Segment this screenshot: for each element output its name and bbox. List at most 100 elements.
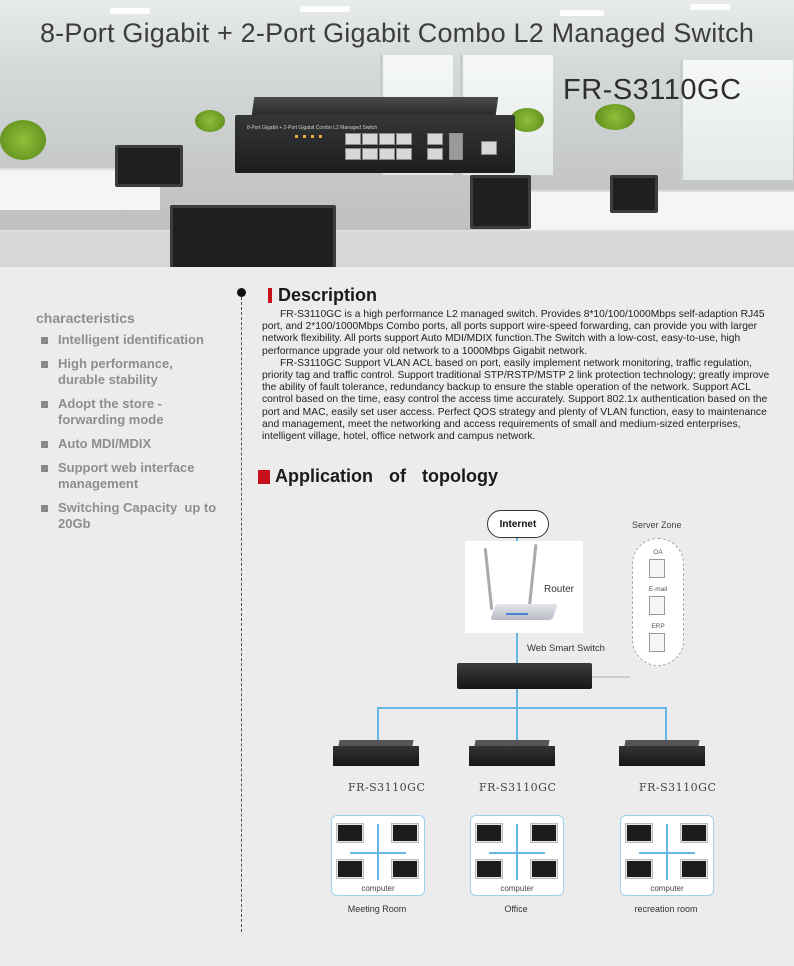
switch-front bbox=[469, 746, 555, 766]
combo-port bbox=[427, 148, 443, 160]
computer-icon bbox=[391, 859, 419, 879]
computer-icon bbox=[680, 823, 708, 843]
server-zone: OA E-mail ERP bbox=[632, 538, 684, 666]
switch-model-label: FR-S3110GC bbox=[639, 781, 717, 794]
divider-dot bbox=[237, 288, 246, 297]
access-switch-icon bbox=[619, 740, 705, 766]
vertical-divider bbox=[241, 297, 242, 932]
server-link-line bbox=[592, 676, 630, 678]
link-line bbox=[350, 852, 406, 854]
room-meeting: computer bbox=[331, 815, 425, 896]
characteristic-label: High performance, durable stability bbox=[58, 356, 173, 387]
ceiling-light bbox=[110, 8, 150, 14]
internet-label: Internet bbox=[499, 518, 537, 530]
router-led bbox=[506, 613, 528, 615]
rj45-port bbox=[379, 148, 395, 160]
computer-icon bbox=[625, 859, 653, 879]
link-line bbox=[377, 707, 665, 709]
office-window bbox=[680, 60, 793, 180]
status-led bbox=[311, 135, 314, 138]
link-line bbox=[665, 707, 667, 743]
characteristic-item: Support web interface management bbox=[41, 460, 236, 492]
hero-model-number: FR-S3110GC bbox=[563, 74, 742, 106]
rj45-port bbox=[379, 133, 395, 145]
computer-icon bbox=[530, 823, 558, 843]
computer-icon bbox=[625, 823, 653, 843]
switch-product-image: 8-Port Gigabit + 2-Port Gigabit Combo L2… bbox=[235, 97, 515, 177]
rj45-port bbox=[396, 148, 412, 160]
server-zone-label: Server Zone bbox=[632, 520, 682, 530]
office-plant bbox=[195, 110, 225, 132]
room-recreation: computer bbox=[620, 815, 714, 896]
ceiling-light bbox=[300, 6, 350, 12]
topology-heading: Application of topology bbox=[258, 466, 498, 487]
server-label: ERP bbox=[651, 623, 665, 630]
access-switch-icon bbox=[333, 740, 419, 766]
computer-icon bbox=[680, 859, 708, 879]
square-bullet-icon bbox=[41, 465, 48, 472]
server-icon bbox=[649, 633, 665, 652]
description-paragraph: FR-S3110GC Support VLAN ACL based on por… bbox=[262, 357, 770, 443]
hero-title: 8-Port Gigabit + 2-Port Gigabit Combo L2… bbox=[39, 18, 755, 48]
square-bullet-icon bbox=[41, 441, 48, 448]
sfp-slot bbox=[449, 133, 463, 160]
room-label: Meeting Room bbox=[347, 904, 407, 914]
status-led bbox=[303, 135, 306, 138]
computer-icon bbox=[336, 859, 364, 879]
room-label: recreation room bbox=[634, 904, 698, 914]
characteristic-label: Adopt the store - forwarding mode bbox=[58, 396, 164, 427]
room-label: Office bbox=[504, 904, 528, 914]
router-label: Router bbox=[544, 584, 575, 595]
status-led bbox=[295, 135, 298, 138]
server-icon bbox=[649, 559, 665, 578]
characteristic-item: High performance, durable stability bbox=[41, 356, 236, 388]
internet-cloud-icon: Internet bbox=[487, 510, 549, 538]
characteristic-item: Intelligent identification bbox=[41, 332, 236, 348]
ceiling-light bbox=[560, 10, 604, 16]
switch-model-label: FR-S3110GC bbox=[348, 781, 426, 794]
office-plant bbox=[510, 108, 544, 132]
office-monitor bbox=[115, 145, 183, 187]
rj45-port bbox=[345, 148, 361, 160]
office-monitor bbox=[610, 175, 658, 213]
description-paragraph: FR-S3110GC is a high performance L2 mana… bbox=[262, 309, 765, 357]
square-bullet-icon bbox=[41, 361, 48, 368]
office-floor bbox=[0, 230, 794, 267]
characteristic-item: Adopt the store - forwarding mode bbox=[41, 396, 236, 428]
ceiling-light bbox=[690, 4, 730, 10]
characteristic-label: Support web interface management bbox=[58, 460, 195, 491]
link-line bbox=[639, 852, 695, 854]
combo-port bbox=[427, 133, 443, 145]
red-bar-icon bbox=[268, 288, 272, 303]
square-bullet-icon bbox=[41, 505, 48, 512]
computer-icon bbox=[530, 859, 558, 879]
room-office: computer bbox=[470, 815, 564, 896]
server-label: E-mail bbox=[648, 586, 668, 593]
square-bullet-icon bbox=[41, 337, 48, 344]
switch-front-label: 8-Port Gigabit + 2-Port Gigabit Combo L2… bbox=[247, 125, 378, 131]
description-body: FR-S3110GC is a high performance L2 mana… bbox=[262, 309, 775, 443]
rj45-port bbox=[345, 133, 361, 145]
rj45-port bbox=[396, 133, 412, 145]
switch-front bbox=[333, 746, 419, 766]
red-square-icon bbox=[258, 469, 270, 484]
rj45-port bbox=[362, 133, 378, 145]
computer-icon bbox=[336, 823, 364, 843]
description-title: Description bbox=[278, 285, 378, 305]
rj45-port bbox=[362, 148, 378, 160]
router-icon bbox=[490, 604, 558, 620]
link-line bbox=[489, 852, 545, 854]
description-heading: Description bbox=[268, 285, 377, 306]
characteristic-item: Switching Capacity up to 20Gb bbox=[41, 500, 236, 532]
computer-icon bbox=[475, 859, 503, 879]
characteristic-item: Auto MDI/MDIX bbox=[41, 436, 236, 452]
office-monitor bbox=[170, 205, 336, 267]
topology-title: Application of topology bbox=[275, 466, 498, 486]
characteristics-title: characteristics bbox=[36, 310, 135, 326]
computer-icon bbox=[475, 823, 503, 843]
link-line bbox=[516, 689, 518, 707]
switch-top-panel bbox=[251, 97, 499, 115]
switch-model-label: FR-S3110GC bbox=[479, 781, 557, 794]
office-monitor bbox=[470, 175, 531, 229]
switch-front bbox=[619, 746, 705, 766]
